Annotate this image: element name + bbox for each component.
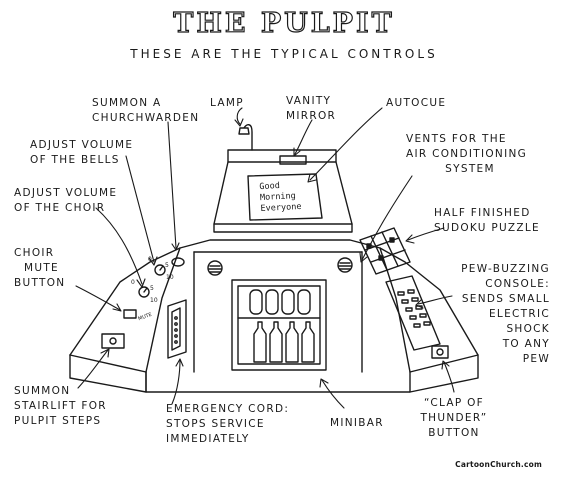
leader-arrows — [75, 107, 455, 409]
bells-volume-dial-icon — [154, 264, 166, 276]
label-adjust-volume-choir: ADJUST VOLUME OF THE CHOIR — [14, 187, 118, 214]
stairlift-button-icon — [101, 333, 125, 349]
label-adjust-volume-bells: ADJUST VOLUME OF THE BELLS — [30, 139, 134, 166]
credit-watermark: CartoonChurch.com — [455, 460, 542, 469]
sudoku-puzzle-icon — [359, 227, 411, 275]
label-clap-of-thunder: “CLAP OF THUNDER” BUTTON — [420, 397, 488, 439]
label-lamp: LAMP — [210, 97, 244, 109]
pew-buzzing-console — [385, 275, 441, 351]
churchwarden-button-icon — [171, 257, 185, 267]
bells-dial-mark-0: 0 — [148, 256, 152, 263]
label-emergency-cord: EMERGENCY CORD: STOPS SERVICE IMMEDIATEL… — [166, 403, 290, 445]
label-vanity-mirror: VANITY MIRROR — [286, 95, 337, 122]
label-pew-buzzing: PEW-BUZZING CONSOLE: SENDS SMALL ELECTRI… — [461, 263, 550, 365]
autocue-screen-text: Good Morning Everyone — [259, 180, 302, 215]
clap-thunder-button-icon — [431, 345, 449, 359]
autocue-line-3: Everyone — [260, 201, 302, 215]
label-minibar: MINIBAR — [330, 417, 384, 429]
choir-volume-dial-icon — [138, 286, 150, 298]
vent-left-icon — [207, 260, 223, 276]
page-title: THE PULPIT — [173, 7, 395, 39]
reading-desk — [213, 149, 353, 233]
bells-dial-mark-5: 5 — [165, 262, 169, 269]
page-subtitle: THESE ARE THE TYPICAL CONTROLS — [130, 47, 438, 61]
choir-dial-mark-5: 5 — [150, 285, 154, 292]
minibar-fridge — [231, 279, 327, 371]
choir-dial-mark-10: 10 — [150, 297, 158, 304]
choir-dial-mark-0: 0 — [131, 279, 135, 286]
label-summon-stairlift: SUMMON STAIRLIFT FOR PULPIT STEPS — [14, 385, 107, 427]
pulpit-body — [69, 239, 479, 393]
label-summon-churchwarden: SUMMON A CHURCHWARDEN — [92, 97, 200, 124]
emergency-cord-icon — [167, 299, 187, 359]
vent-right-icon — [337, 257, 353, 273]
label-autocue: AUTOCUE — [386, 97, 447, 109]
label-sudoku: HALF FINISHED SUDOKU PUZZLE — [434, 207, 540, 234]
label-vents: VENTS FOR THE AIR CONDITIONING SYSTEM — [406, 133, 528, 175]
lamp-icon — [238, 124, 253, 151]
bells-dial-mark-10: 10 — [166, 274, 174, 281]
choir-mute-button-icon — [123, 309, 137, 319]
label-choir-mute-button: CHOIR MUTE BUTTON — [14, 247, 66, 289]
vanity-mirror-icon — [279, 155, 307, 165]
